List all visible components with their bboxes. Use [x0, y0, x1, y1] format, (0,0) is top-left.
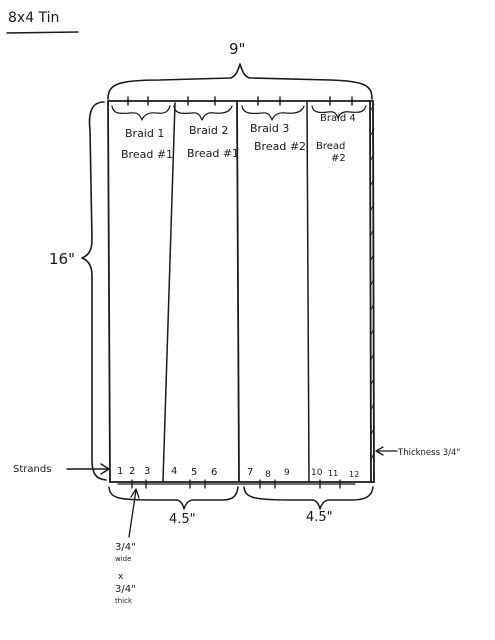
strand-width-word: wide — [115, 555, 131, 563]
strand-numbers: 1 2 3 4 5 6 7 8 9 10 11 12 — [117, 466, 359, 480]
thickness-hatching — [370, 103, 375, 461]
right-edge-outer — [372, 100, 375, 483]
braid-4-brace — [311, 105, 367, 119]
braid-4-name: Braid 4 — [320, 113, 356, 124]
braid-1-brace — [111, 105, 171, 121]
braid-3-brace — [241, 105, 305, 121]
strand-number: 12 — [349, 470, 359, 479]
strand-times: x — [118, 572, 124, 582]
strand-number: 6 — [211, 467, 217, 478]
divider-1-2 — [162, 102, 176, 482]
top-ticks — [127, 96, 353, 106]
strand-number: 2 — [129, 466, 135, 477]
strands-label: Strands — [13, 464, 51, 475]
strand-number: 10 — [311, 468, 323, 478]
braid-2-name: Braid 2 — [189, 124, 228, 137]
strand-number: 11 — [328, 469, 338, 478]
strand-number: 9 — [284, 468, 290, 478]
strand-number: 1 — [117, 466, 123, 477]
strand-number: 8 — [265, 470, 271, 480]
braid-4-bread: #2 — [331, 153, 346, 164]
strand-thick-value: 3/4" — [115, 584, 136, 595]
bottom-ticks — [131, 479, 341, 489]
strand-number: 3 — [144, 466, 150, 477]
strand-size-arrow-head — [130, 488, 140, 499]
title-underline — [6, 31, 79, 34]
width-label: 9" — [229, 40, 245, 58]
width-brace — [107, 63, 373, 100]
title: 8x4 Tin — [8, 10, 59, 26]
strands-arrow-head — [100, 463, 110, 475]
thickness-label: Thickness 3/4" — [397, 448, 460, 458]
left-edge — [107, 100, 111, 483]
right-half-label: 4.5" — [306, 510, 333, 525]
strand-size-arrow-line — [128, 489, 137, 538]
braid-3-bread: Bread #2 — [254, 140, 306, 153]
divider-3-4 — [306, 100, 310, 482]
right-edge-inner — [369, 100, 372, 483]
braid-4-bread-prefix: Bread — [316, 141, 345, 152]
strand-size-note: 3/4" wide x 3/4" thick — [115, 542, 136, 605]
braid-2-brace — [173, 105, 233, 121]
height-brace — [81, 101, 107, 481]
strand-number: 7 — [247, 467, 253, 478]
braid-1-bread: Bread #1 — [121, 148, 173, 161]
right-half-brace — [243, 486, 374, 510]
height-label: 16" — [49, 250, 75, 268]
braid-1-name: Braid 1 — [125, 127, 164, 140]
divider-center — [236, 100, 240, 482]
thickness-arrow-head — [375, 446, 384, 456]
strand-number: 5 — [191, 467, 197, 478]
braid-3-name: Braid 3 — [250, 122, 289, 135]
strand-width-value: 3/4" — [115, 542, 136, 553]
left-half-label: 4.5" — [169, 512, 196, 527]
strand-thick-word: thick — [115, 597, 133, 605]
braid-2-bread: Bread #1 — [187, 147, 239, 160]
left-half-brace — [108, 486, 239, 510]
strand-number: 4 — [171, 466, 177, 477]
